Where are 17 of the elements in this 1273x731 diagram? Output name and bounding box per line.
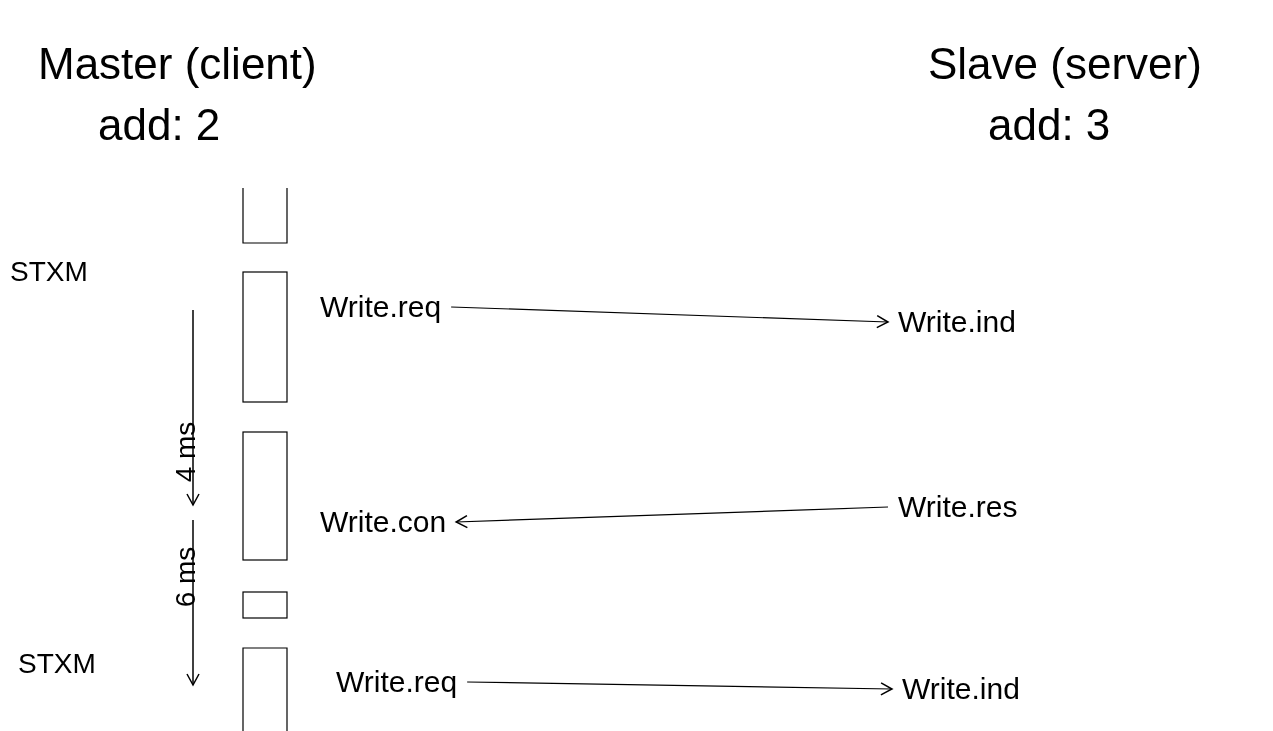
message-label: Write.ind (902, 674, 1020, 704)
message-label: Write.con (320, 507, 447, 537)
arrow (455, 506, 889, 529)
signal-label: STXM (10, 258, 88, 286)
message-label: Write.req (336, 667, 458, 697)
message-label: Write.res (898, 492, 1018, 522)
dimension-label: 6 ms (171, 546, 200, 608)
dimension-label: 4 ms (171, 421, 200, 483)
column-heading: add: 2 (98, 103, 221, 147)
column-heading: add: 3 (988, 103, 1111, 147)
signal-label: STXM (18, 650, 96, 678)
message-label: Write.ind (898, 307, 1016, 337)
message-label: Write.req (320, 292, 442, 322)
column-heading: Slave (server) (928, 42, 1202, 86)
arrow (466, 681, 893, 696)
column-heading: Master (client) (38, 42, 317, 86)
arrow (450, 306, 889, 329)
